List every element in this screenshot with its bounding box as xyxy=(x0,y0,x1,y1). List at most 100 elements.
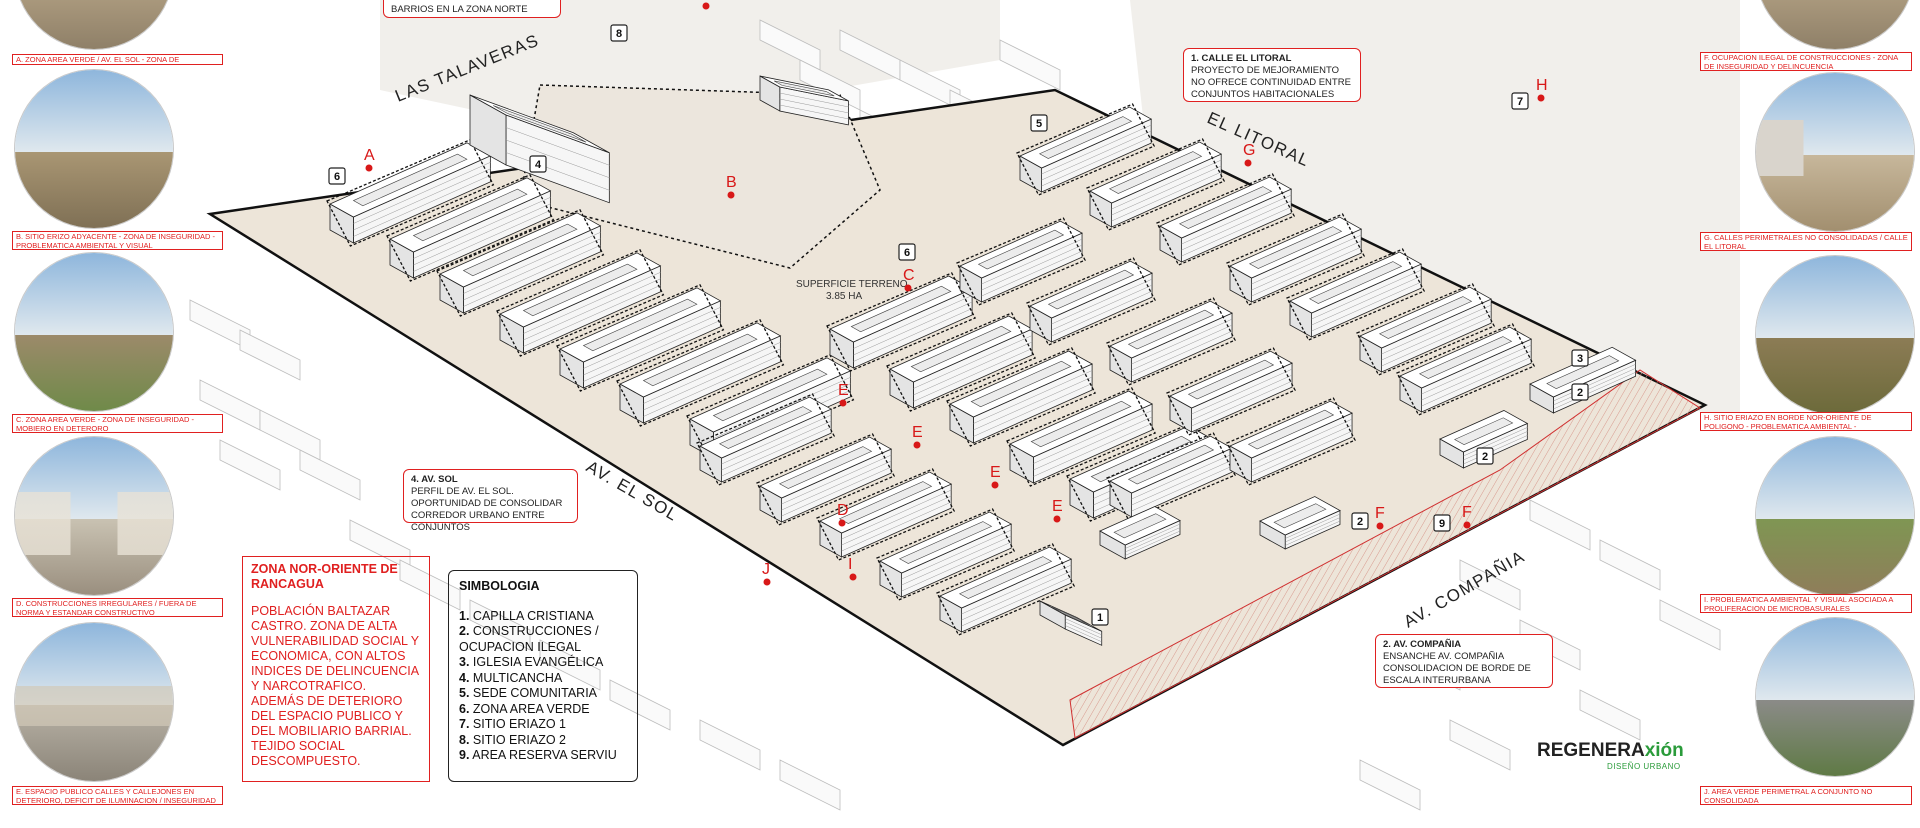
housing-block xyxy=(956,217,1086,306)
letter-marker-label: H xyxy=(1536,77,1548,94)
number-marker: 3 xyxy=(1571,349,1589,367)
letter-marker: C xyxy=(903,267,915,292)
caption-b: B. SITIO ERIZO ADYACENTE - ZONA DE INSEG… xyxy=(12,231,223,250)
housing-block xyxy=(1259,496,1341,550)
letter-marker-label: E xyxy=(1052,498,1063,515)
brand-subtitle: DISEÑO URBANO xyxy=(1607,762,1681,771)
caption-d: D. CONSTRUCCIONES IRREGULARES / FUERA DE… xyxy=(12,598,223,617)
letter-marker-label: E xyxy=(838,382,849,399)
housing-block xyxy=(386,174,555,282)
housing-block xyxy=(816,468,956,561)
housing-block xyxy=(1106,432,1236,521)
legend-item: 8. SITIO ERIAZO 2 xyxy=(459,732,566,747)
letter-markers: ABCDEEEEFFGHIJJ xyxy=(364,0,1548,586)
housing-block xyxy=(696,393,836,486)
number-marker: 1 xyxy=(1091,608,1109,626)
photo-h xyxy=(1755,255,1915,415)
letter-marker: B xyxy=(726,174,737,199)
note-av-compania: 2. AV. COMPAÑIA ENSANCHE AV. COMPAÑIA CO… xyxy=(1375,634,1553,688)
letter-marker: E xyxy=(912,424,923,449)
letter-marker-label: B xyxy=(726,174,737,191)
caption-c: C. ZONA AREA VERDE - ZONA DE INSEGURIDAD… xyxy=(12,414,223,433)
letter-marker-label: A xyxy=(364,147,375,164)
letter-marker-label: E xyxy=(912,424,923,441)
letter-marker-label: F xyxy=(1375,505,1385,522)
photo-b xyxy=(14,69,174,229)
caption-f: F. OCUPACION ILEGAL DE CONSTRUCCIONES - … xyxy=(1700,52,1912,71)
housing-block xyxy=(556,284,725,392)
legend-item: 5. SEDE COMUNITARIA xyxy=(459,686,598,700)
letter-marker: I xyxy=(848,556,857,581)
neighbour-block xyxy=(609,679,671,731)
serviu-reserve-area xyxy=(1069,369,1701,739)
number-marker: 6 xyxy=(328,167,346,185)
caption-h: H. SITIO ERIAZO EN BORDE NOR-ORIENTE DE … xyxy=(1700,412,1912,431)
housing-block xyxy=(1016,103,1156,196)
letter-marker-label: J xyxy=(701,0,709,2)
letter-marker: J xyxy=(701,0,710,10)
zone-title: ZONA NOR-ORIENTE DE RANCAGUA xyxy=(251,562,398,591)
brand-name: REGENERAxión xyxy=(1537,740,1684,761)
neighbour-block xyxy=(1459,559,1521,611)
eriazo-2-area xyxy=(519,84,881,269)
housing-block xyxy=(946,347,1097,447)
photo-e xyxy=(14,622,174,782)
legend-item: 7. SITIO ERIAZO 1 xyxy=(459,717,566,731)
letter-marker: E xyxy=(990,464,1001,489)
legend-title: SIMBOLOGIA xyxy=(459,579,540,593)
photo-i xyxy=(1755,436,1915,596)
caption-e: E. ESPACIO PUBLICO CALLES Y CALLEJONES E… xyxy=(12,786,223,805)
letter-marker-label: E xyxy=(990,464,1001,481)
neighbour-block xyxy=(299,449,361,501)
neighbour-block xyxy=(469,599,531,651)
caption-j: J. AREA VERDE PERIMETRAL A CONJUNTO NO C… xyxy=(1700,786,1912,805)
housing-blocks xyxy=(326,75,1637,646)
housing-block xyxy=(1166,347,1296,436)
number-marker-label: 8 xyxy=(616,28,622,40)
neighbour-block xyxy=(1599,539,1661,591)
housing-block xyxy=(1356,283,1496,376)
housing-block xyxy=(936,543,1076,636)
site-area-line1: SUPERFICIE TERRENO xyxy=(796,279,908,290)
letter-marker-label: D xyxy=(837,502,849,519)
housing-block xyxy=(886,312,1037,412)
note-av-sol: 4. AV. SOL PERFIL DE AV. EL SOL. OPORTUN… xyxy=(403,469,578,533)
photo-g xyxy=(1755,72,1915,232)
letter-marker-label: C xyxy=(903,267,915,284)
caption-g: G. CALLES PERIMETRALES NO CONSOLIDADAS /… xyxy=(1700,232,1912,251)
number-marker-label: 7 xyxy=(1517,96,1523,108)
number-marker: 2 xyxy=(1351,512,1369,530)
neighbour-block xyxy=(259,409,321,461)
legend-item: 3. IGLESIA EVANGÉLICA xyxy=(459,655,604,669)
number-marker-label: 4 xyxy=(535,159,542,171)
housing-block xyxy=(1086,138,1226,231)
housing-block xyxy=(1439,410,1529,469)
housing-block xyxy=(756,433,896,526)
housing-block xyxy=(616,319,785,427)
neighbour-block xyxy=(1529,499,1591,551)
note-sol-title: 4. AV. SOL xyxy=(411,474,458,485)
legend-item: 9. AREA RESERVA SERVIU xyxy=(459,748,617,762)
neighbour-block xyxy=(1579,689,1641,741)
number-marker: 2 xyxy=(1571,383,1589,401)
caption-i: I. PROBLEMATICA AMBIENTAL Y VISUAL ASOCI… xyxy=(1700,594,1912,613)
number-marker-label: 1 xyxy=(1097,612,1103,624)
number-marker-label: 6 xyxy=(334,171,340,183)
number-marker-label: 3 xyxy=(1577,353,1583,365)
letter-marker: E xyxy=(838,382,849,407)
zone-description-box: ZONA NOR-ORIENTE DE RANCAGUA POBLACIÓN B… xyxy=(242,556,430,782)
zone-body: POBLACIÓN BALTAZAR CASTRO. ZONA DE ALTA … xyxy=(251,604,419,768)
neighbour-block xyxy=(1449,719,1511,771)
number-marker-label: 2 xyxy=(1357,516,1363,528)
brand-logo: REGENERAxión DISEÑO URBANO xyxy=(1537,740,1684,771)
housing-block xyxy=(876,508,1016,601)
legend-box: SIMBOLOGIA 1. CAPILLA CRISTIANA 2. CONST… xyxy=(448,570,638,782)
caption-a: A. ZONA AREA VERDE / AV. EL SOL - ZONA D… xyxy=(12,54,223,65)
photo-j xyxy=(1755,617,1915,777)
neighbour-block xyxy=(219,439,281,491)
legend-item: 1. CAPILLA CRISTIANA xyxy=(459,608,594,623)
housing-block xyxy=(1226,213,1366,306)
letter-marker-label: F xyxy=(1462,504,1472,521)
